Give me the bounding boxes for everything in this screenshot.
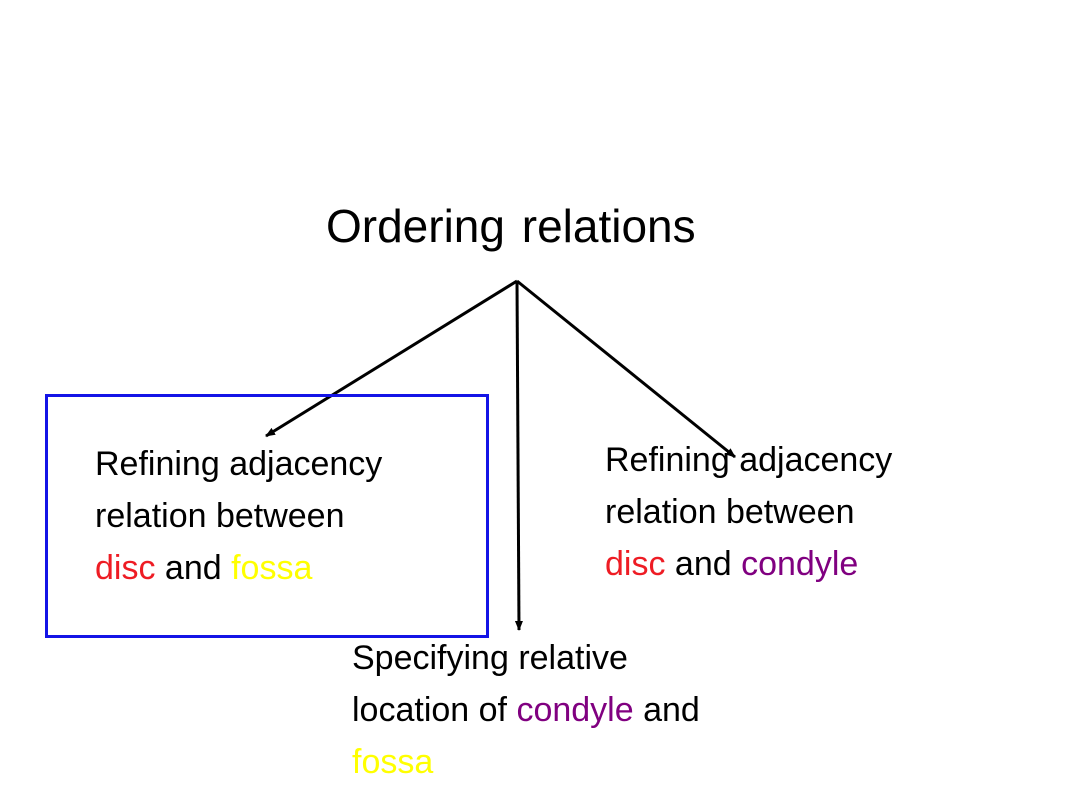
node-disc-condyle: Refining adjacency relation between disc… [605, 434, 892, 590]
node-left-line1: Refining adjacency [95, 445, 383, 483]
term-condyle: condyle [741, 545, 859, 583]
node-right-line1: Refining adjacency [605, 441, 893, 479]
node-condyle-fossa: Specifying relative location of condyle … [352, 632, 700, 788]
highlight-box [45, 394, 489, 638]
node-bottom-line3: fossa [352, 736, 700, 788]
arrow-to-bottom-node [514, 280, 523, 631]
node-right-line3: disc and condyle [605, 538, 892, 590]
node-bottom-line2: location of condyle and [352, 684, 700, 736]
term-fossa: fossa [231, 549, 313, 587]
word-and: and [643, 691, 700, 729]
location-of-label: location of [352, 691, 507, 729]
term-condyle: condyle [516, 691, 634, 729]
word-and: and [674, 545, 732, 583]
term-fossa: fossa [352, 743, 434, 781]
node-left-line2: relation between [95, 497, 345, 535]
node-right-line2: relation between [605, 493, 855, 531]
node-left-line3: disc and fossa [95, 542, 382, 594]
word-and: and [164, 549, 222, 587]
term-disc: disc [605, 545, 666, 583]
term-disc: disc [95, 549, 156, 587]
node-disc-fossa: Refining adjacency relation between disc… [95, 438, 382, 594]
diagram-title: Ordering relations [326, 200, 696, 252]
arrow-to-left-node [265, 279, 518, 438]
arrow-to-right-node [516, 279, 736, 459]
node-bottom-line1: Specifying relative [352, 639, 628, 677]
